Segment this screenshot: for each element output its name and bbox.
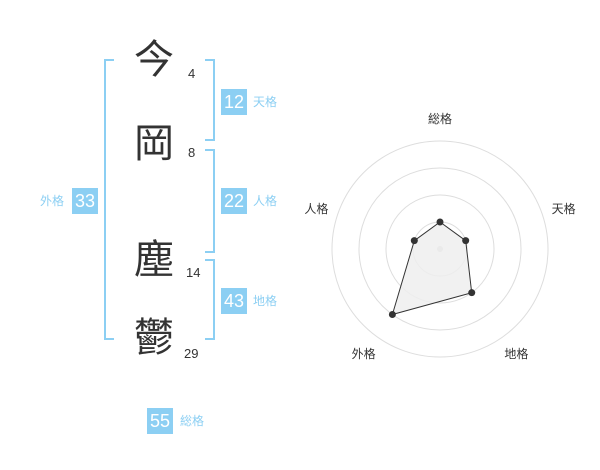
name-char-4: 鬱 xyxy=(134,315,174,361)
chikaku-bracket xyxy=(205,259,215,340)
radar-ring xyxy=(331,140,549,358)
radar-axis-label: 人格 xyxy=(304,201,328,216)
tenkaku-bracket xyxy=(205,59,215,141)
stroke-count-1: 4 xyxy=(188,66,196,81)
soukaku-label: 総格 xyxy=(180,414,205,428)
radar-point xyxy=(462,237,470,245)
radar-axis-label: 地格 xyxy=(504,346,528,361)
name-char-1: 今 xyxy=(134,37,174,83)
radar-point xyxy=(468,289,476,297)
radar-axis-label: 総格 xyxy=(428,111,452,126)
tenkaku-badge: 12 xyxy=(221,89,247,115)
jinkaku-label: 人格 xyxy=(253,194,278,208)
radar-points xyxy=(388,218,476,319)
name-char-2: 岡 xyxy=(134,121,174,167)
radar-point xyxy=(436,218,444,226)
radar-polygon xyxy=(391,221,473,316)
jinkaku-bracket xyxy=(205,149,215,253)
jinkaku-badge: 22 xyxy=(221,188,247,214)
stroke-count-3: 14 xyxy=(186,265,201,280)
tenkaku-label: 天格 xyxy=(253,95,278,109)
stroke-count-4: 29 xyxy=(184,346,199,361)
name-char-3: 塵 xyxy=(134,237,174,283)
soukaku-badge: 55 xyxy=(147,408,173,434)
gaikaku-bracket xyxy=(104,59,114,340)
radar-ring xyxy=(385,194,495,304)
chikaku-badge: 43 xyxy=(221,288,247,314)
radar-point xyxy=(410,237,418,245)
gaikaku-label: 外格 xyxy=(40,194,65,208)
chikaku-label: 地格 xyxy=(253,294,278,308)
stroke-count-2: 8 xyxy=(188,145,196,160)
radar-axis-label: 外格 xyxy=(352,346,376,361)
gaikaku-badge: 33 xyxy=(72,188,98,214)
radar-axis-label: 天格 xyxy=(552,201,576,216)
radar-ring xyxy=(358,167,522,331)
radar-point xyxy=(388,311,396,319)
